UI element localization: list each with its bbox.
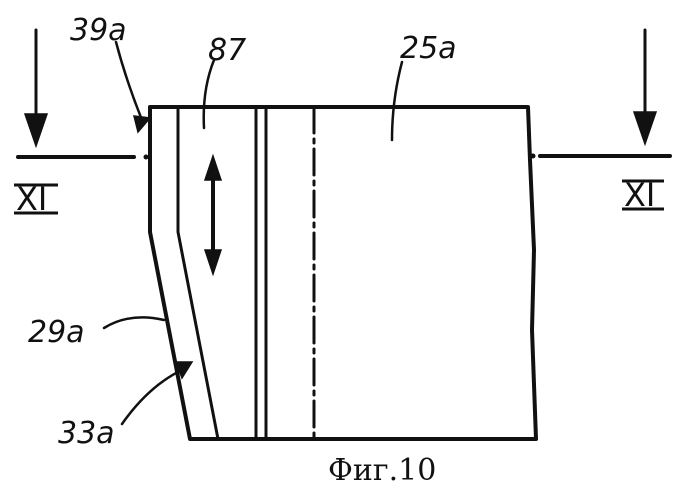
section-arrowhead-left [25,114,47,146]
label-25a: 25a [400,31,457,66]
figure-caption: Фиг.10 [328,453,436,488]
label-87: 87 [208,33,246,68]
leader-39a [116,42,142,120]
section-label-right: XI [624,176,655,214]
label-33a: 33a [58,416,115,451]
label-29a: 29a [28,315,85,350]
leader-25a [392,62,402,140]
section-arrowhead-right [634,112,656,144]
section-label-left: XI [16,180,47,218]
double-arrow-head-bottom [205,250,221,274]
label-39a: 39a [70,13,127,48]
leader-29a [104,317,164,328]
leader-87 [204,60,214,128]
leader-39a-arrowhead [134,116,150,132]
double-arrow-head-top [205,156,221,180]
